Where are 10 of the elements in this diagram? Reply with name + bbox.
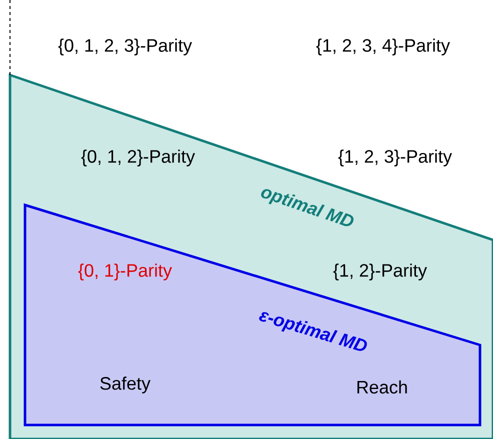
region-label: {1, 2, 3}-Parity [338,150,452,166]
region-label: {0, 1}-Parity [78,264,172,280]
region-title: optimal MD [261,189,354,226]
region-title: ε-optimal MD [259,312,367,351]
region-label: Safety [100,376,150,394]
region-label: {0, 1, 2}-Parity [81,150,195,166]
class-label: {1, 2, 3, 4}-Parity [316,38,450,56]
region-label: {1, 2}-Parity [333,264,427,280]
region-label: Reach [357,380,407,394]
class-label: {0, 1, 2, 3}-Parity [58,38,192,56]
